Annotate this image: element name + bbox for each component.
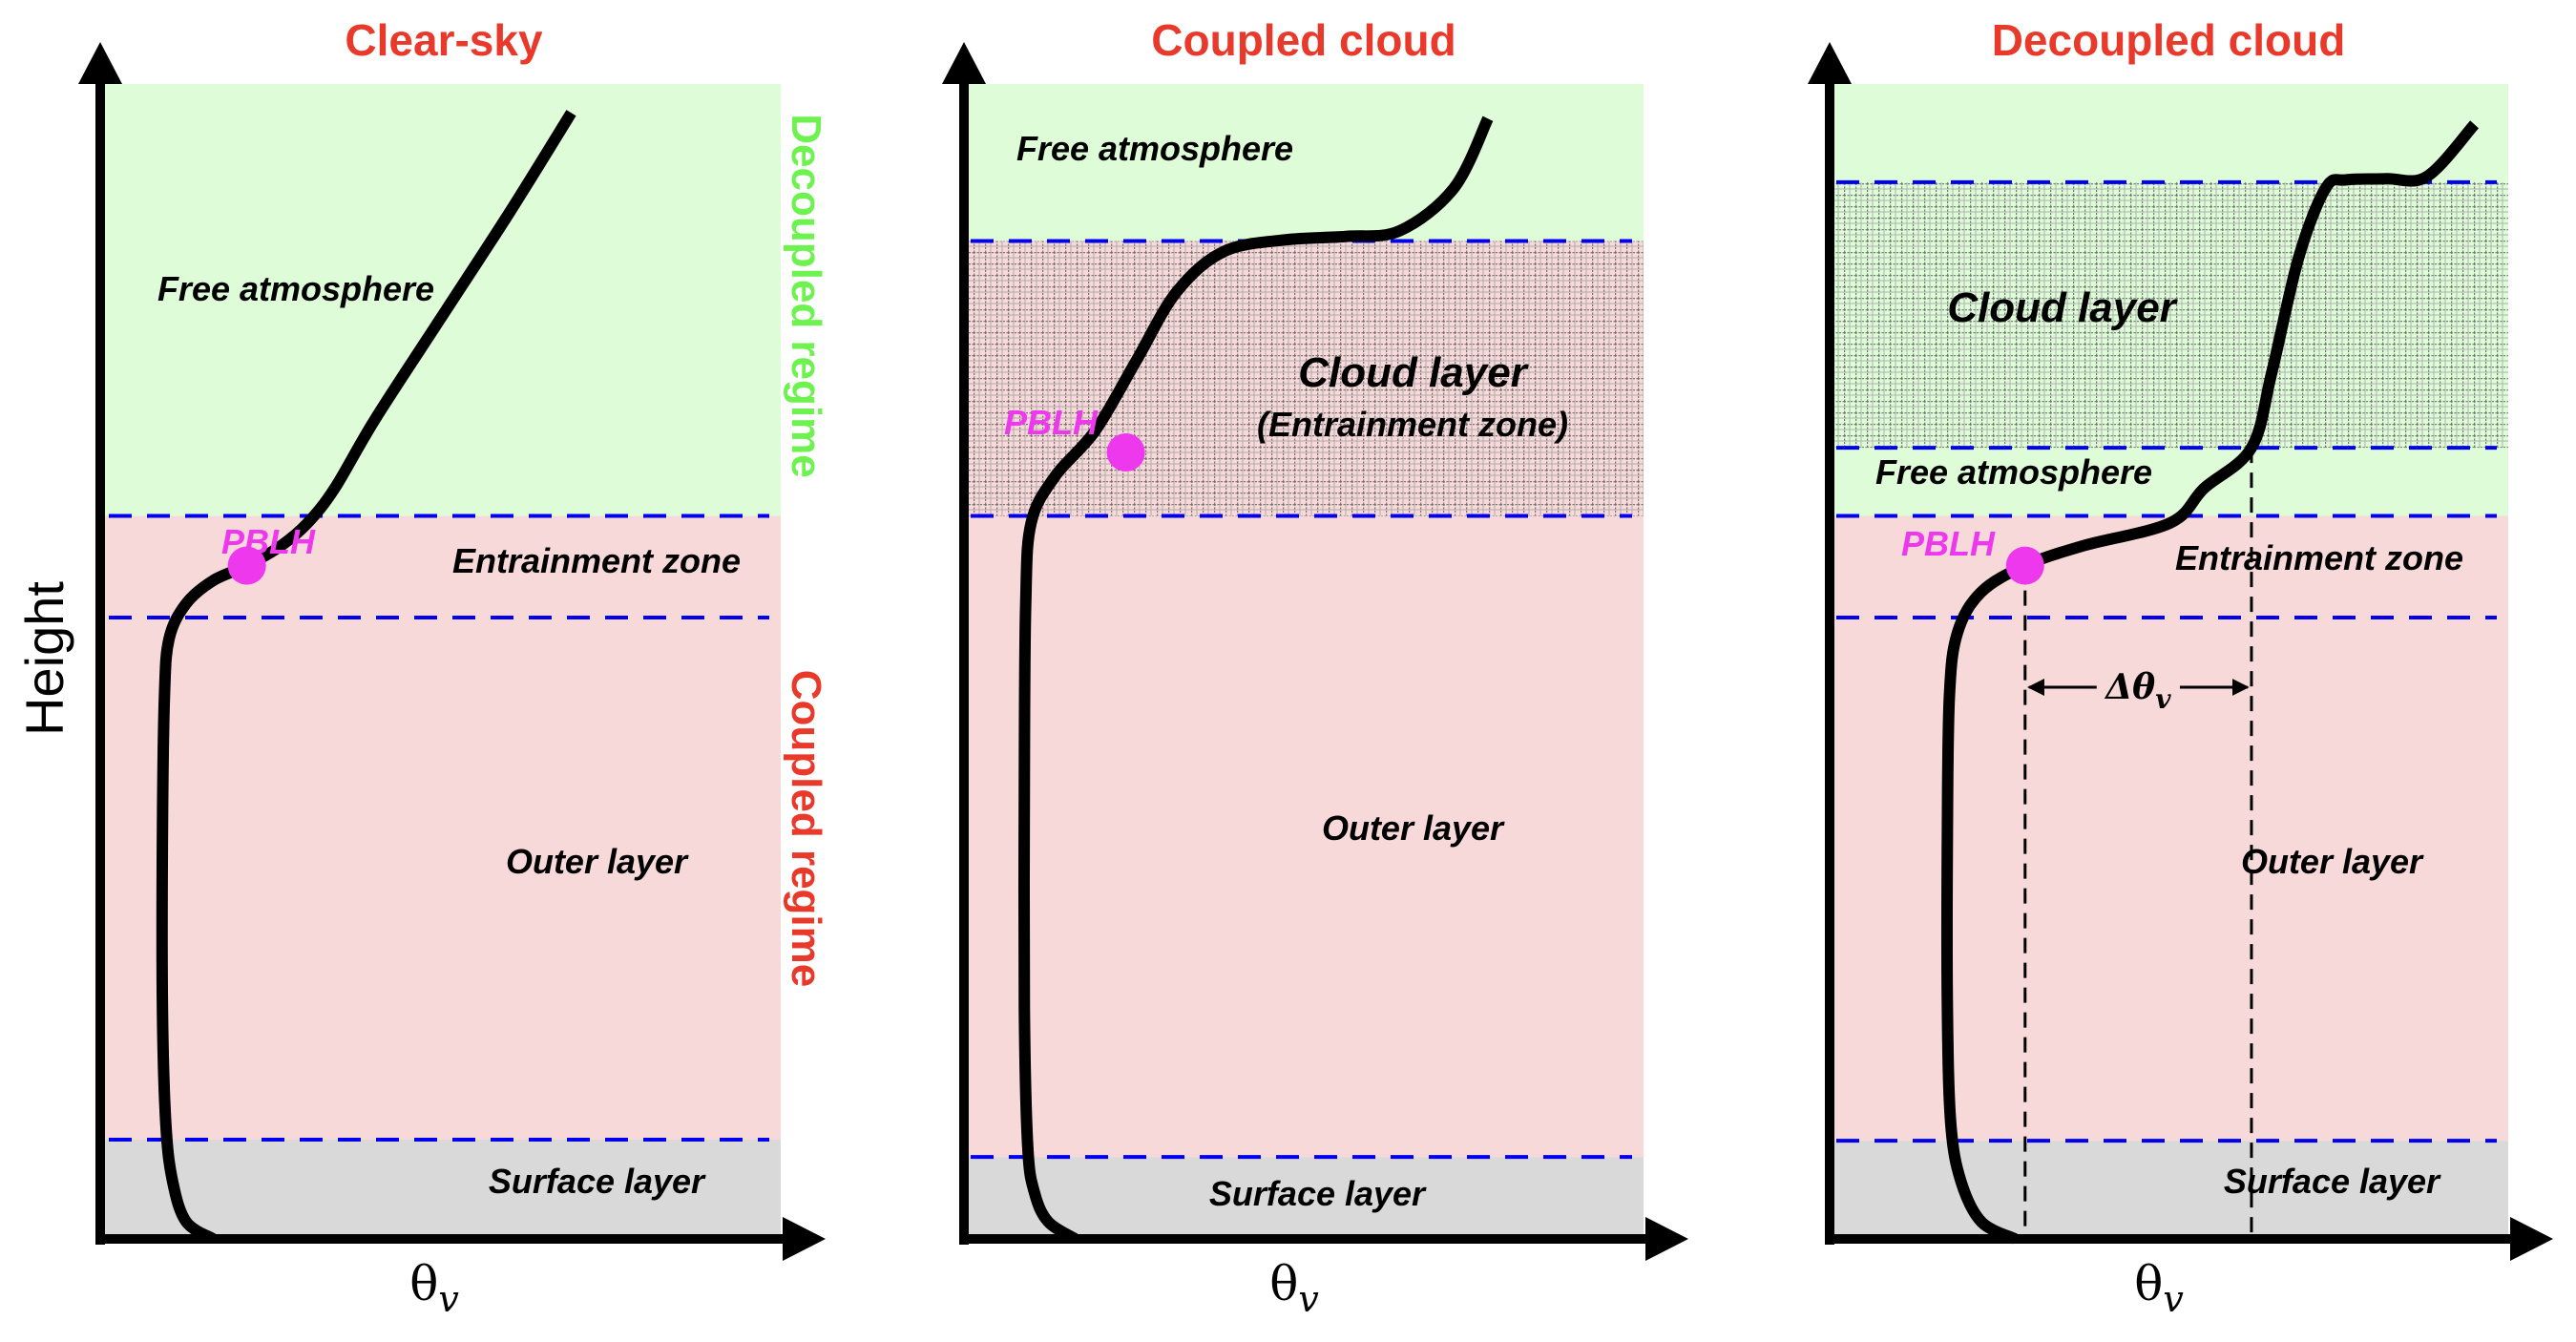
free-atmosphere-region (105, 84, 781, 516)
entrainment-zone-label: Entrainment zone (2175, 538, 2463, 577)
free-atmosphere-upper-region (1833, 84, 2508, 182)
pblh-marker (227, 546, 266, 585)
x-axis-arrowhead-icon (2510, 1217, 2553, 1261)
x-axis-label-main: θ (409, 1256, 438, 1311)
theta-v-profile-curve (156, 110, 576, 1245)
free-atmosphere-region (967, 84, 1644, 241)
delta-theta-main: Δθ (2104, 667, 2155, 707)
cloud-hatch-pattern (967, 241, 1644, 516)
pblh-label: PBLH (1901, 524, 1996, 563)
surface-layer-label: Surface layer (2224, 1162, 2441, 1201)
pblh-marker (1106, 432, 1145, 472)
outer-layer-region (105, 618, 781, 1140)
y-axis-arrowhead-icon (1808, 42, 1852, 84)
x-axis-label-main: θ (1269, 1256, 1298, 1311)
x-axis-label-main: θ (2134, 1256, 2163, 1311)
x-axis-label: θv (409, 1256, 459, 1320)
x-axis-label-sub: v (438, 1278, 459, 1320)
x-axis-label: θv (2134, 1256, 2184, 1320)
cloud-hatch-pattern (1833, 181, 2508, 449)
cloud-layer-sublabel: (Entrainment zone) (1257, 405, 1568, 444)
x-axis-label: θv (1269, 1256, 1319, 1320)
cloud-layer-label: Cloud layer (1947, 284, 2178, 331)
delta-theta-v-label: Δθv (2104, 667, 2171, 715)
x-axis-arrowhead-icon (783, 1217, 826, 1261)
x-axis-arrowhead-icon (1645, 1217, 1688, 1261)
free-atmosphere-lower-label: Free atmosphere (1875, 452, 2152, 492)
y-axis-arrowhead-icon (78, 42, 122, 84)
decoupled-regime-label: Decoupled regime (783, 114, 829, 477)
surface-layer-label: Surface layer (489, 1162, 706, 1201)
x-axis-label-sub: v (2163, 1278, 2184, 1320)
free-atmosphere-label: Free atmosphere (157, 269, 434, 308)
surface-layer-region (967, 1157, 1644, 1239)
pblh-label: PBLH (221, 522, 316, 561)
surface-layer-region (105, 1139, 781, 1239)
entrainment-zone-label: Entrainment zone (452, 541, 741, 580)
outer-layer-label: Outer layer (1322, 808, 1505, 848)
y-axis-arrowhead-icon (942, 42, 986, 84)
entrainment-zone-region (1833, 515, 2508, 619)
outer-layer-label: Outer layer (2241, 842, 2424, 881)
cloud-layer-label: Cloud layer (1298, 349, 1529, 396)
surface-layer-label: Surface layer (1209, 1174, 1427, 1213)
coupled-regime-label: Coupled regime (783, 670, 829, 988)
x-axis-label-sub: v (1298, 1278, 1319, 1320)
outer-layer-region (967, 515, 1644, 1158)
panel-title: Coupled cloud (1151, 15, 1456, 65)
theta-v-profile-curve (1017, 115, 1494, 1245)
panel-title: Clear-sky (345, 15, 543, 65)
outer-layer-label: Outer layer (506, 842, 689, 881)
pblh-label: PBLH (1004, 403, 1099, 442)
free-atmosphere-lower-region (1833, 448, 2508, 516)
y-axis-label: Height (14, 581, 74, 736)
free-atmosphere-label: Free atmosphere (1016, 129, 1293, 168)
entrainment-zone-region (105, 515, 781, 619)
panel-title: Decoupled cloud (1992, 15, 2346, 65)
surface-layer-region (1833, 1141, 2508, 1239)
delta-theta-sub: v (2155, 683, 2171, 715)
pblh-marker (2005, 546, 2044, 585)
theta-v-profile-curve (1941, 120, 2480, 1245)
